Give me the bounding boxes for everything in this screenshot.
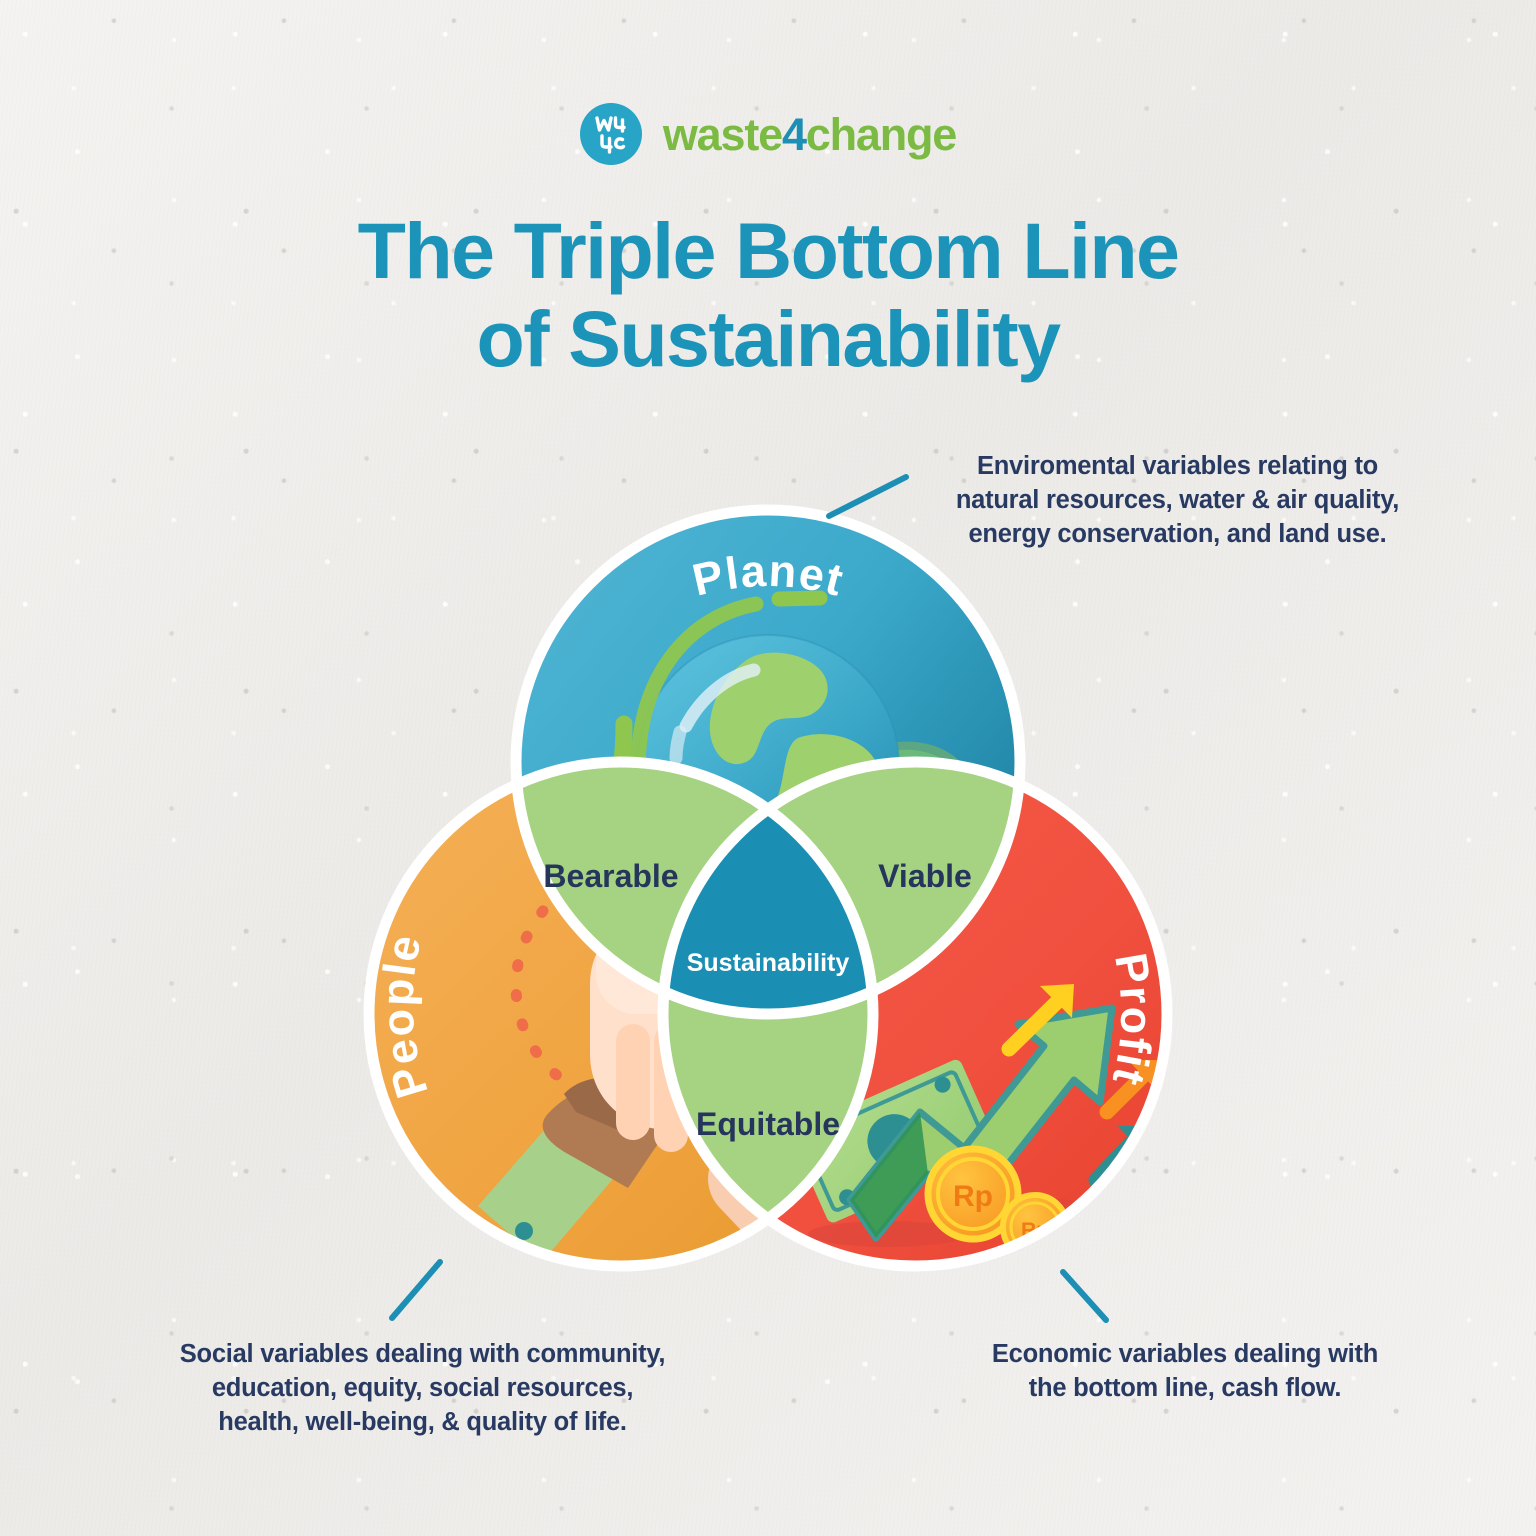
connector-line-economic (1060, 1269, 1109, 1323)
connector-line-environmental (826, 474, 909, 519)
note-environmental-line-3: energy conservation, and land use. (968, 519, 1387, 548)
title-line-1: The Triple Bottom Line (357, 206, 1180, 295)
title-line-2: of Sustainability (476, 293, 1062, 383)
venn-label-sustainability: Sustainability (687, 949, 850, 977)
note-social-line-1: Social variables dealing with community, (179, 1340, 666, 1368)
brand-word-waste: waste (662, 108, 783, 160)
connector-line-social (389, 1259, 443, 1321)
brand-logo: waste4change (0, 103, 1536, 165)
note-environmental-line-2: natural resources, water & air quality, (955, 485, 1400, 514)
money-growth-arrow-icon: Rp Rp (791, 984, 1160, 1262)
w4c-monogram-icon (579, 103, 642, 165)
brand-word-four: 4 (781, 108, 807, 160)
note-economic: Economic variables dealing with the bott… (925, 1338, 1445, 1406)
page-title: The Triple Bottom Line of Sustainability (0, 207, 1536, 382)
brand-wordmark: waste4change (662, 108, 958, 160)
brand-word-change: change (805, 108, 958, 160)
venn-label-viable: Viable (878, 858, 972, 894)
venn-diagram: Rp Rp Planet People Profit Bearable (328, 494, 1208, 1344)
note-social: Social variables dealing with community,… (105, 1338, 740, 1440)
note-environmental: Enviromental variables relating to natur… (905, 450, 1450, 552)
venn-label-equitable: Equitable (696, 1106, 840, 1142)
venn-label-bearable: Bearable (543, 858, 678, 894)
note-social-line-2: education, equity, social resources, (211, 1373, 634, 1402)
svg-text:Rp: Rp (953, 1180, 993, 1213)
venn-label-profit: Profit (1102, 949, 1162, 1091)
note-economic-line-2: the bottom line, cash flow. (1028, 1373, 1342, 1402)
note-social-line-3: health, well-being, & quality of life. (218, 1407, 627, 1436)
note-environmental-line-1: Enviromental variables relating to (976, 452, 1379, 480)
note-economic-line-1: Economic variables dealing with (991, 1340, 1379, 1368)
